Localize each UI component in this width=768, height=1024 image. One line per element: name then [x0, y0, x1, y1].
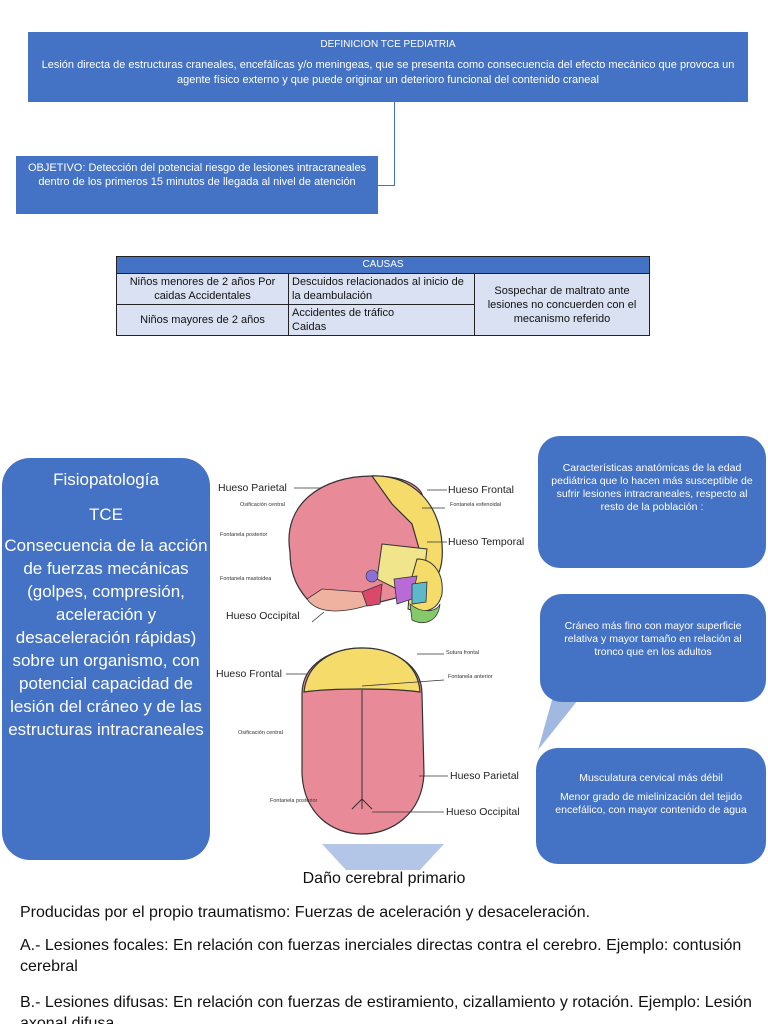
occipital-fontanelle — [351, 798, 373, 810]
myelination-text: Menor grado de mielinización del tejido … — [555, 791, 747, 816]
label-temporal: Hueso Temporal — [448, 536, 525, 548]
table-row: Niños mayores de 2 años Accidentes de tr… — [116, 304, 650, 336]
label-fontanela-mastoidea: Fontanela mastoidea — [220, 576, 272, 582]
table-row: Niños menores de 2 años Por caidas Accid… — [116, 273, 650, 336]
label-occipital-top: Hueso Occipital — [226, 610, 300, 622]
jaw-region — [409, 603, 441, 623]
bottom-leader-lines — [286, 653, 448, 813]
causes-table: CAUSAS Niños menores de 2 años Por caida… — [116, 256, 650, 336]
focal-lesions-text: A.- Lesiones focales: En relación con fu… — [20, 937, 742, 975]
label-sutura-frontal: Sutura frontal — [446, 650, 480, 656]
connector-vertical — [394, 102, 395, 186]
objective-box: OBJETIVO: Detección del potencial riesgo… — [16, 156, 378, 214]
cell-over-2: Niños mayores de 2 años — [116, 304, 289, 336]
top-skull — [301, 647, 425, 835]
label-fontanela-anterior: Fontanela anterior — [448, 674, 493, 680]
cell-over-2-cause: Accidentes de tráfico Caidas — [288, 304, 475, 336]
cell-under-2: Niños menores de 2 años Por caidas Accid… — [116, 273, 289, 305]
label-osificacion-bottom: Osificación central — [238, 730, 283, 736]
primary-damage-title: Daño cerebral primario — [302, 870, 466, 887]
cause-traffic: Accidentes de tráfico — [292, 307, 395, 319]
physiopathology-box: Fisiopatología TCE Consecuencia de la ac… — [2, 458, 210, 860]
physiopathology-text: Consecuencia de la acción de fuerzas mec… — [4, 536, 208, 739]
definition-title: DEFINICION TCE PEDIATRIA — [320, 39, 456, 50]
cell-under-2-cause: Descuidos relacionados al inicio de la d… — [288, 273, 475, 305]
skull-drawing — [286, 475, 448, 835]
down-arrow-shape — [322, 844, 444, 870]
label-parietal-top: Hueso Parietal — [218, 482, 287, 494]
ear-region — [365, 569, 379, 583]
label-frontal-bottom: Hueso Frontal — [216, 668, 282, 680]
skull-illustration: Hueso Parietal Hueso Frontal Fontanela e… — [212, 464, 538, 844]
table-header-row: CAUSAS — [116, 256, 650, 274]
mastoid-region — [361, 583, 383, 607]
bubble-pointer-1 — [538, 700, 578, 750]
causes-title: CAUSAS — [116, 256, 650, 274]
label-fontanela-posterior-bottom: Fontanela posterior — [270, 798, 318, 804]
connector-horizontal — [378, 185, 395, 186]
label-fontanela-posterior-top: Fontanela posterior — [220, 532, 268, 538]
skull-thin-bubble: Cráneo más fino con mayor superficie rel… — [540, 594, 766, 702]
diffuse-lesions-text: B.- Lesiones difusas: En relación con fu… — [20, 994, 752, 1024]
physiopathology-title: Fisiopatología — [53, 470, 159, 489]
maxilla-region — [411, 581, 428, 605]
label-fontanela-esfenoidal: Fontanela esfenoidal — [450, 502, 502, 508]
physiopathology-subtitle: TCE — [89, 505, 123, 524]
top-leader-lines — [294, 487, 447, 623]
top-skull-yellow — [303, 647, 421, 693]
anatomy-features-bubble: Características anatómicas de la edad pe… — [538, 436, 766, 568]
label-occipital-bottom: Hueso Occipital — [446, 806, 520, 818]
label-osificacion-top: Osificación central — [240, 502, 285, 508]
definition-text: Lesión directa de estructuras craneales,… — [41, 59, 735, 86]
cervical-bubble: Musculatura cervical más débil Menor gra… — [536, 748, 766, 864]
label-frontal-top: Hueso Frontal — [448, 484, 514, 496]
label-parietal-bottom: Hueso Parietal — [450, 770, 519, 782]
lateral-skull — [288, 475, 443, 623]
definition-box: DEFINICION TCE PEDIATRIA Lesión directa … — [28, 32, 748, 102]
cervical-text: Musculatura cervical más débil — [579, 772, 723, 784]
cause-falls: Caidas — [292, 321, 327, 333]
cell-suspect-abuse: Sospechar de maltrato ante lesiones no c… — [474, 273, 650, 336]
primary-damage-p1: Producidas por el propio traumatismo: Fu… — [20, 904, 591, 921]
